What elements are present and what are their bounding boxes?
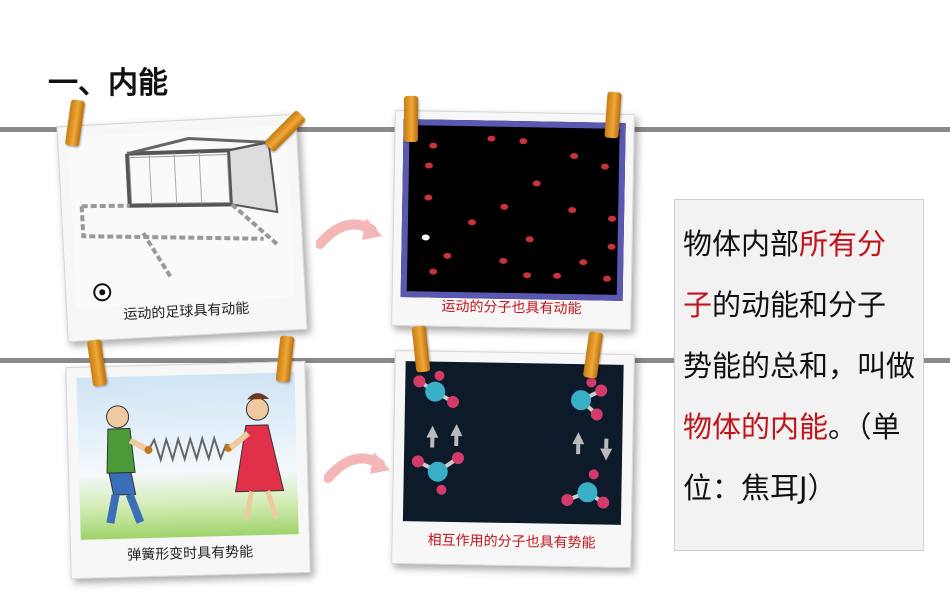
molecule-interaction-image — [402, 361, 624, 525]
spring-card: 弹簧形变时具有势能 — [65, 360, 311, 580]
definition-highlight-internal-energy: 物体的内能 — [683, 410, 829, 444]
definition-part-1: 物体内部 — [683, 227, 800, 261]
right-arrow-icon — [316, 218, 382, 249]
spring-image — [76, 372, 299, 540]
definition-highlight-all-molecules: 所有分子 — [683, 227, 887, 322]
molecule-motion-caption: 运动的分子也具有动能 — [441, 298, 582, 318]
molecule-interaction-caption: 相互作用的分子也具有势能 — [427, 532, 596, 552]
definition-part-3: 的动能和分子势能的总和，叫做 — [683, 288, 916, 383]
page-title: 一、内能 — [48, 66, 168, 101]
molecule-motion-card: 运动的分子也具有动能 — [391, 109, 635, 331]
molecule-motion-image — [400, 119, 626, 301]
definition-box: 物体内部所有分子的动能和分子势能的总和，叫做物体的内能。（单位：焦耳J） — [674, 199, 924, 551]
spring-caption: 弹簧形变时具有势能 — [127, 544, 254, 564]
definition-text: 物体内部所有分子的动能和分子势能的总和，叫做物体的内能。（单位：焦耳J） — [683, 214, 915, 519]
soccer-goal-image — [68, 125, 295, 309]
clothespin-icon — [404, 96, 418, 142]
right-arrow-icon — [324, 452, 390, 483]
molecule-interaction-card: 相互作用的分子也具有势能 — [391, 349, 635, 569]
definition-part-5: 。（单位：焦耳J） — [683, 410, 901, 505]
soccer-card: 运动的足球具有动能 — [56, 113, 308, 343]
